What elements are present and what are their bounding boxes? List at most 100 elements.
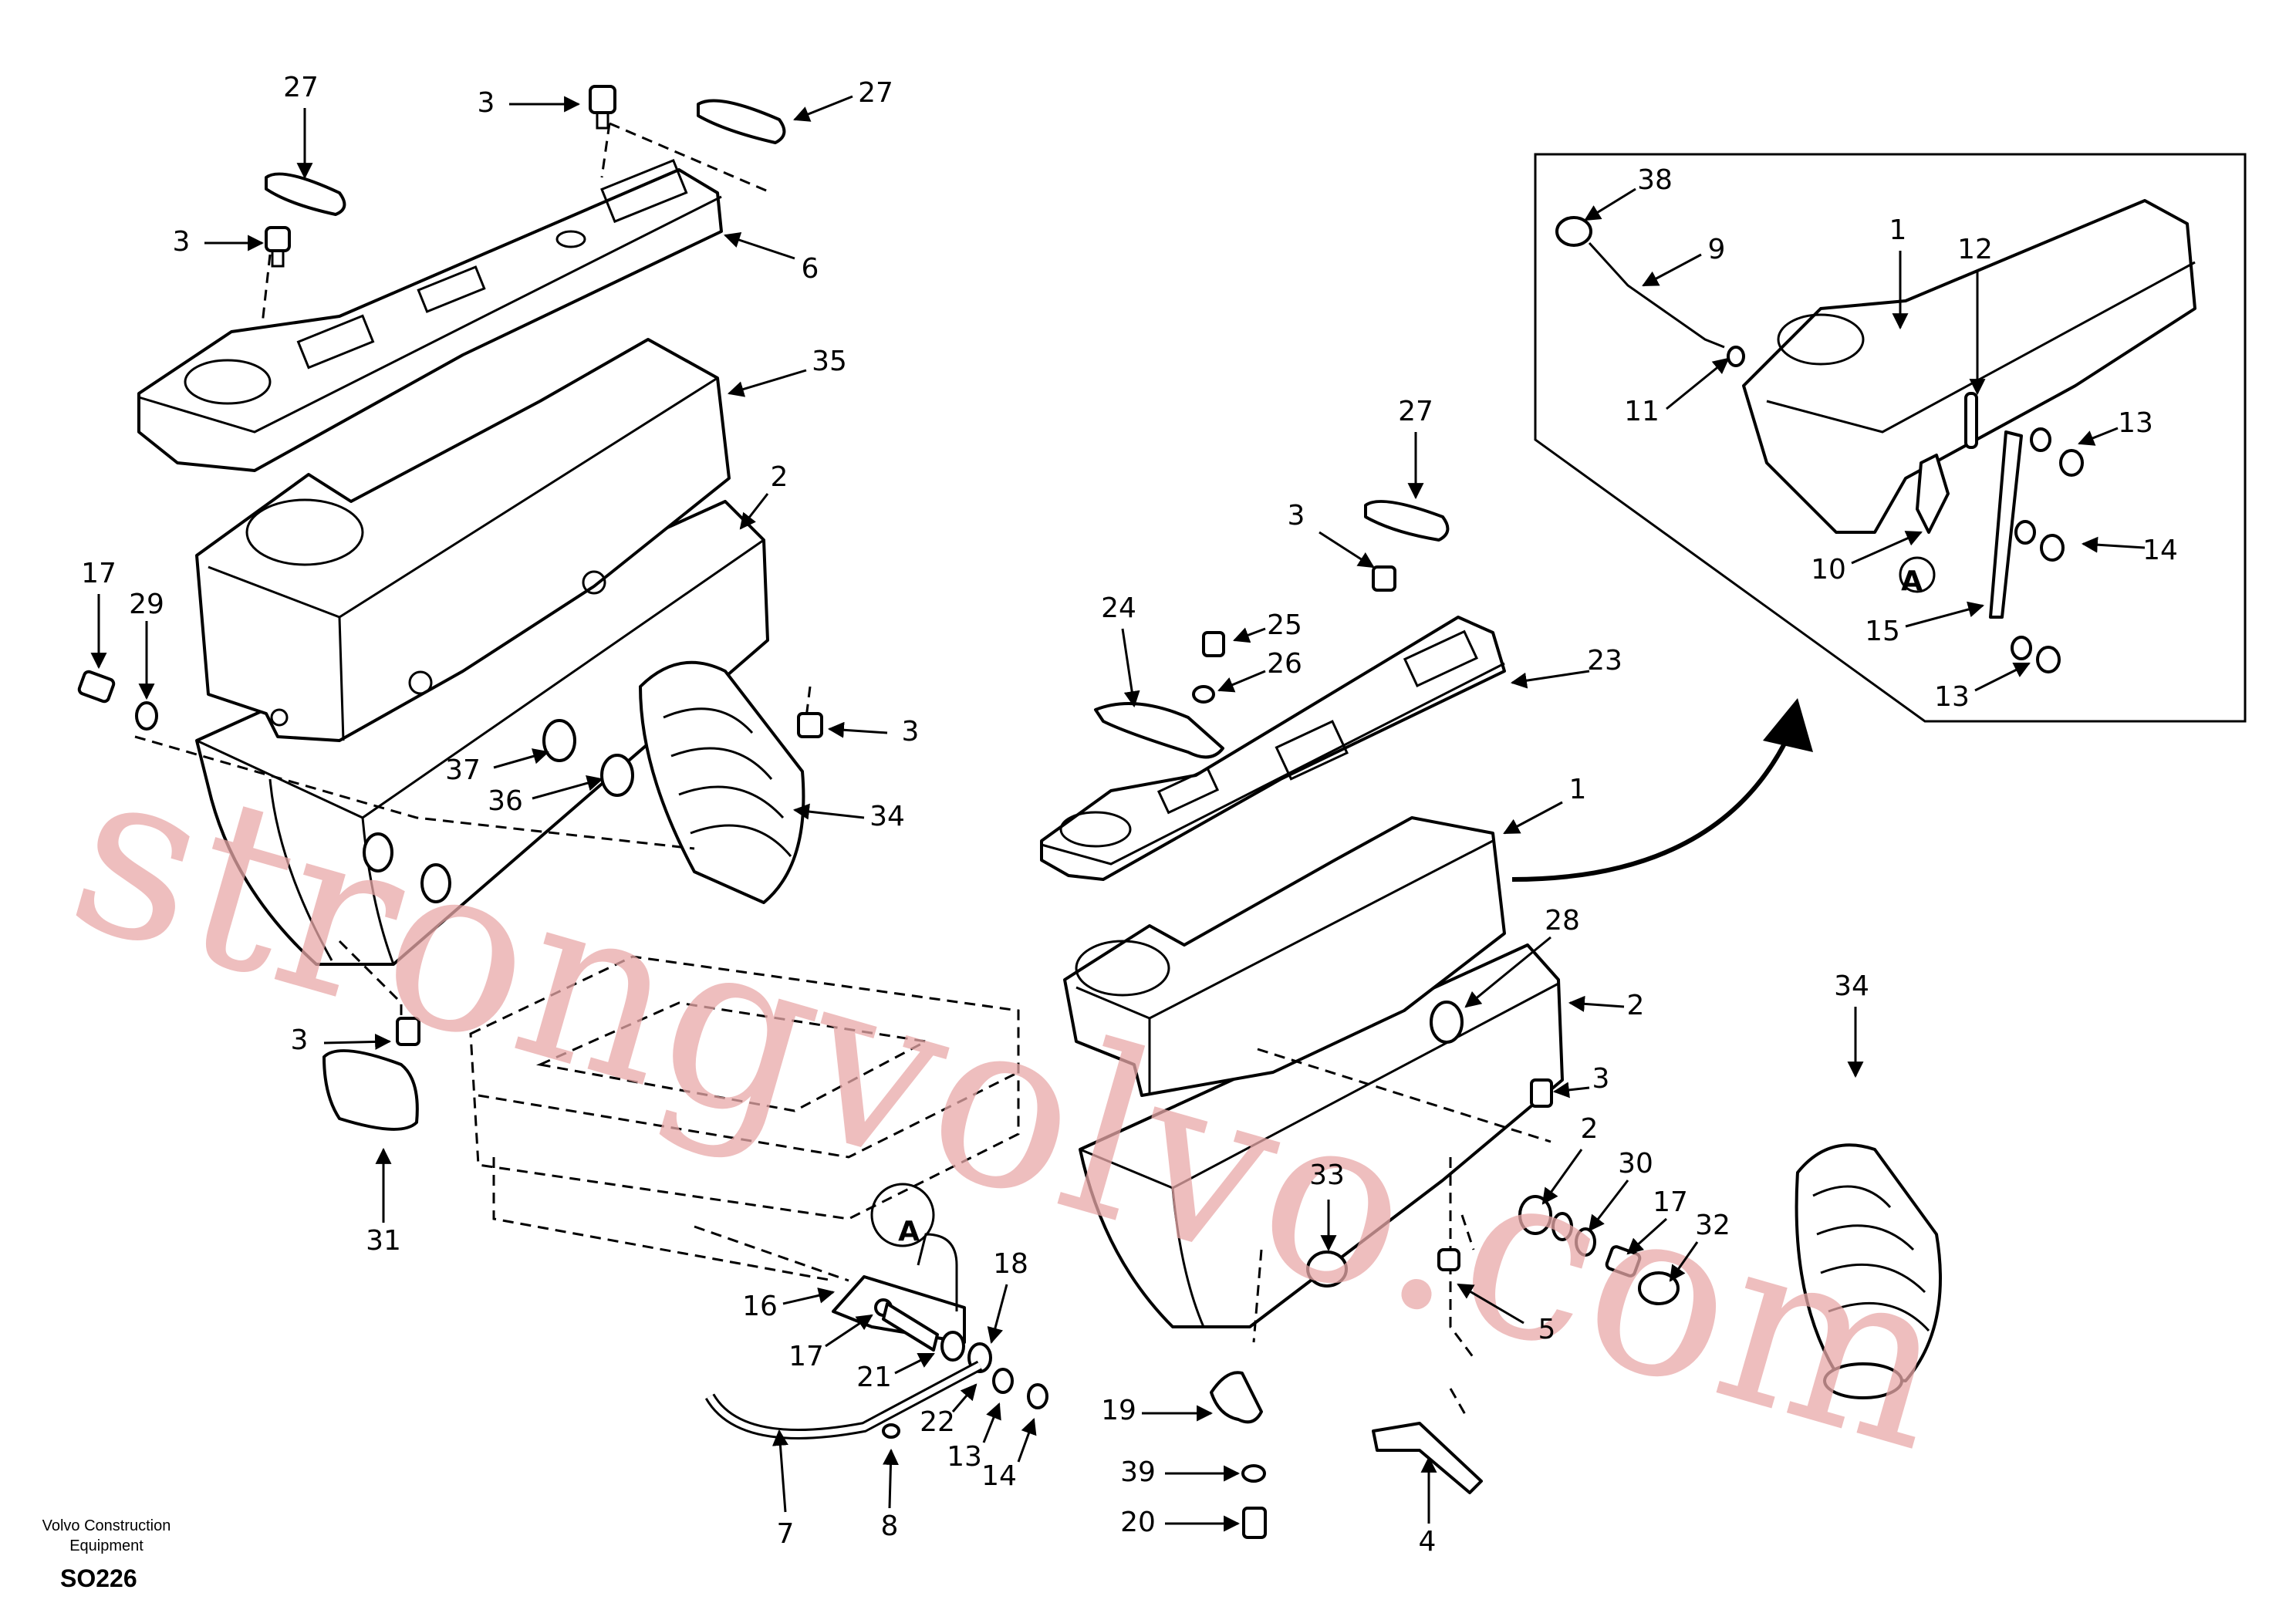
- callout-c2c: 2: [1581, 1113, 1599, 1145]
- leader-arrow: [827, 721, 888, 738]
- leader-arrow: [1626, 1217, 1668, 1255]
- rod-icon: [882, 1302, 939, 1352]
- leader-arrow: [894, 1352, 935, 1375]
- leader-arrow: [724, 232, 795, 260]
- screw-icon: [1242, 1507, 1267, 1539]
- bushing-icon: [600, 754, 634, 797]
- right-console-assembly: [1040, 500, 1942, 1539]
- callout-c2b: 2: [1627, 990, 1645, 1021]
- leader-arrow: [1669, 1241, 1699, 1282]
- callout-c39: 39: [1120, 1456, 1156, 1488]
- cap-icon: [1638, 1271, 1680, 1305]
- callout-c27a: 27: [283, 72, 319, 103]
- flexible-boot-left: [639, 660, 805, 904]
- leader-arrow: [1503, 801, 1563, 835]
- stay-bracket-icon: [1372, 1422, 1483, 1494]
- nut-icon: [2030, 427, 2051, 452]
- callout-cA2: A: [1901, 565, 1923, 597]
- callout-cA1: A: [898, 1216, 920, 1247]
- leader-arrow: [1666, 357, 1730, 410]
- leader-arrow: [1017, 1418, 1037, 1463]
- callout-c31: 31: [366, 1225, 401, 1257]
- screw-icon: [1372, 565, 1396, 592]
- callout-c34a: 34: [869, 801, 905, 832]
- callout-c38: 38: [1637, 164, 1673, 196]
- cable-icon: [704, 1360, 983, 1439]
- callout-c33: 33: [1309, 1159, 1345, 1191]
- callout-c17c: 17: [1653, 1186, 1688, 1218]
- callout-c3d: 3: [291, 1024, 309, 1056]
- nut-icon: [2011, 636, 2032, 660]
- callout-c3e: 3: [1288, 500, 1305, 532]
- seat-outline-dashed: [469, 955, 1020, 1282]
- callout-c28: 28: [1545, 905, 1580, 937]
- nut-icon: [1027, 1383, 1048, 1409]
- callout-c27c: 27: [1398, 396, 1433, 427]
- leader-arrow: [1121, 628, 1140, 708]
- screw-icon: [396, 1017, 420, 1046]
- brand-label: Volvo Construction Equipment: [22, 1516, 191, 1556]
- callout-c25: 25: [1267, 609, 1302, 641]
- cap-plug-icon: [697, 99, 786, 144]
- callout-c30: 30: [1618, 1148, 1653, 1180]
- washer-icon: [1192, 685, 1215, 704]
- leader-arrow: [1568, 995, 1625, 1012]
- detail-a-circle-icon: [870, 1183, 935, 1247]
- knob-icon: [1555, 216, 1592, 247]
- callout-c11: 11: [1624, 396, 1660, 427]
- washer-icon: [1551, 1212, 1573, 1241]
- leader-arrow: [323, 1033, 392, 1050]
- callout-c29: 29: [129, 589, 164, 620]
- leader-arrow: [951, 1383, 977, 1412]
- callout-c3c: 3: [902, 716, 920, 748]
- leader-arrow: [1974, 662, 2031, 692]
- nut-icon: [992, 1368, 1014, 1394]
- bushing-icon: [420, 863, 451, 903]
- callout-c27b: 27: [858, 77, 893, 109]
- callout-c3f: 3: [1592, 1063, 1610, 1095]
- callout-c17b: 17: [788, 1341, 824, 1372]
- callout-c24: 24: [1101, 592, 1136, 624]
- cap-plug-icon: [1364, 500, 1450, 542]
- washer-icon: [1241, 1464, 1266, 1483]
- screw-icon: [1202, 631, 1225, 657]
- flexible-boot-right: [1795, 1143, 1942, 1399]
- nut-icon: [2040, 534, 2065, 562]
- leader-arrow: [825, 1314, 873, 1348]
- screw-icon: [1530, 1078, 1553, 1108]
- leader-arrow: [1457, 1283, 1524, 1325]
- bushing-icon: [363, 832, 393, 872]
- console-base-box-left: [195, 500, 769, 966]
- handle-grip-icon: [1210, 1371, 1263, 1424]
- leader-arrow: [1851, 531, 1923, 565]
- leader-arrow: [792, 803, 865, 820]
- leader-arrow: [1319, 531, 1375, 569]
- callout-c20: 20: [1120, 1507, 1156, 1538]
- nut-icon: [2059, 449, 2084, 477]
- bushing-icon: [1518, 1195, 1552, 1235]
- leader-arrow: [772, 1429, 788, 1513]
- callout-c14b: 14: [2142, 535, 2178, 566]
- leader-arrow: [782, 1288, 836, 1305]
- callout-c7: 7: [777, 1518, 795, 1550]
- callout-c16: 16: [742, 1291, 778, 1322]
- cap-plug-icon: [265, 172, 346, 216]
- callout-c8: 8: [881, 1510, 899, 1542]
- callout-c32: 32: [1695, 1210, 1730, 1241]
- callout-c34b: 34: [1834, 970, 1869, 1002]
- detail-inset: [1534, 153, 2247, 723]
- callout-c9: 9: [1708, 234, 1726, 265]
- callout-c35: 35: [812, 346, 847, 377]
- callout-c3b: 3: [173, 226, 191, 258]
- brand-line-1: Volvo Construction: [42, 1517, 171, 1534]
- latch-plate-icon: [1916, 454, 1950, 534]
- leader-arrow: [1552, 1082, 1590, 1099]
- callout-c1b: 1: [1889, 214, 1907, 246]
- callout-c15: 15: [1865, 616, 1900, 647]
- leader-arrow: [1217, 670, 1266, 693]
- leader-arrow: [493, 748, 550, 769]
- callout-c13a: 13: [947, 1441, 982, 1473]
- nut-icon: [2036, 646, 2061, 673]
